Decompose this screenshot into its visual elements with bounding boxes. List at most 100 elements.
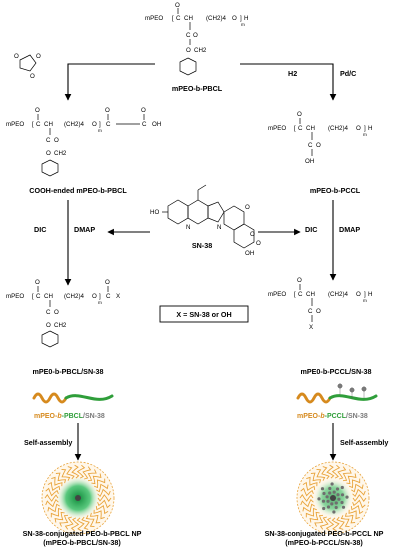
corona-coil [82,466,92,480]
top-ch: CH [184,15,193,22]
corona-coil [300,498,314,508]
corona-coil [302,503,315,513]
lc-o-top0: O [35,279,40,286]
corona-coil [349,478,361,489]
li-benzene [41,159,59,177]
li-side-ch2: CH2 [54,150,67,157]
li-m: m [98,128,102,133]
corona-coil [300,487,314,497]
top-polymer-label: mPEO-b-PBCL [172,84,223,93]
lc-c: C [36,293,41,300]
drug-bead [325,495,329,499]
corona-coil [351,483,364,493]
rc-o-top: O [297,277,302,284]
li-o: O [92,121,97,128]
sn38-ring-c [207,201,225,223]
top-ch2-4: (CH2)4 [206,15,226,22]
drug-bead [326,505,331,509]
corona-coil [326,464,335,479]
corona-coil [81,516,90,530]
corona-coil [348,509,360,520]
lc-o-top1: O [105,279,110,286]
corona-coil [310,472,322,484]
x-definition-box [159,305,249,323]
drug-bead [341,505,346,509]
top-bracket-open: [ [172,15,174,22]
left-chain-cartoon: mPEO-b-PBCL/SN-38 [32,392,114,420]
top-carbonyl-o: O [175,2,180,9]
lc-o: O [92,293,97,300]
corona-coil [45,487,59,497]
anhydride-o3: O [30,73,35,80]
np-center [75,495,81,501]
corona-coil [302,481,316,491]
rc-o: O [356,291,361,298]
top-side-o: O [193,32,198,39]
drug-bead [340,485,344,490]
right-self-assembly: Self-assembly [340,438,388,447]
ri-bracket: [ [294,125,296,132]
corona-coil [344,512,356,524]
rc-h: H [368,291,372,298]
right-np-label-line2: (mPEO-b-PCCL/SN-38) [285,538,363,547]
lc-side-o2: O [46,322,51,329]
li-o-top2: O [141,107,146,114]
li-oh: OH [152,121,161,128]
right-sn38-beads [337,383,367,399]
top-h: H [244,15,248,22]
drug-bead [328,491,332,495]
top-mpeo: mPEO [145,15,163,22]
drug-bead [330,482,334,486]
corona-coil [299,493,314,502]
right-chain-cartoon: mPEO-b-PCCL/SN-38 [296,383,378,420]
corona-coil [45,498,59,508]
drug-bead [330,502,334,506]
lc-side-ch2: CH2 [54,322,67,329]
li-ch2-4: (CH2)4 [64,121,84,128]
top-m: m [241,22,245,27]
right-dmap: DMAP [339,225,360,234]
corona-coil [66,466,75,480]
right-dic: DIC [305,225,317,234]
corona-coil [340,515,350,528]
succinic-anhydride: O O O [14,53,41,80]
ri-ch: CH [306,125,315,132]
right-chain-label: mPEO-b-PCCL/SN-38 [297,413,368,420]
lc-c2: C [106,293,111,300]
drug-bead [326,499,330,503]
corona-coil [337,466,347,480]
lc-bracket: [ [32,293,34,300]
sn38-oh: OH [245,250,254,257]
drug-bead [334,505,338,510]
sn38-ho: HO [150,209,159,216]
anhydride-o2: O [36,53,41,60]
corona-coil [352,494,367,503]
sn38-structure: HO N N O O OH O SN-38 [150,184,261,257]
rc-side-c: C [308,308,313,315]
top-side-ch2: CH2 [194,47,207,54]
left-dmap: DMAP [74,225,95,234]
corona-coil [352,488,366,498]
sn38-n1: N [186,224,190,231]
top-side-o2: O [186,47,191,54]
corona-coil [54,511,65,523]
li-c3: C [142,121,147,128]
rc-bracket: [ [294,291,296,298]
rc-ch: CH [306,291,315,298]
corona-coil [97,494,112,503]
drug-bead [320,487,325,491]
anhydride-o1: O [14,53,19,60]
li-side-o: O [54,137,59,144]
drug-bead [340,493,345,497]
ri-m: m [363,132,367,137]
ri-o-top: O [297,111,302,118]
corona-coil [70,517,80,532]
corona-coil [314,514,324,527]
ri-ch2-4: (CH2)4 [328,125,348,132]
drug-bead [337,497,341,501]
top-o: O [232,15,237,22]
left-self-assembly: Self-assembly [24,438,72,447]
ri-mpeo: mPEO [268,125,286,132]
